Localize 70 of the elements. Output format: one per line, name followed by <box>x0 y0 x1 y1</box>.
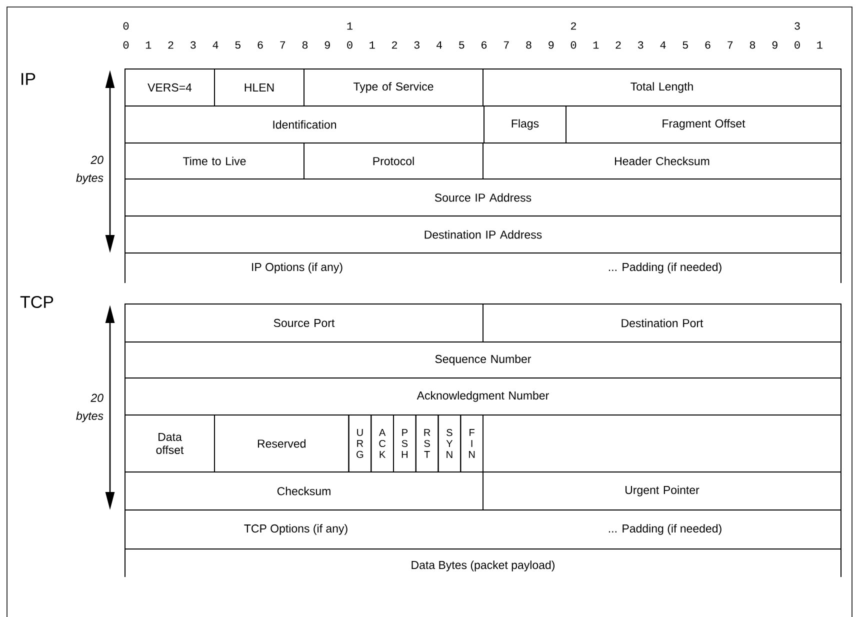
bit-number: 2 <box>616 41 621 49</box>
bit-number: 7 <box>728 41 733 49</box>
field-cell: Data offset <box>124 414 215 472</box>
bit-number: 7 <box>280 41 286 49</box>
bit-number: 9 <box>324 41 330 49</box>
bit-number: 0 <box>794 41 800 49</box>
field-cell: Destination IP Address <box>124 216 842 254</box>
field-row: TCP Options (if any) ... Padding (if needed) <box>124 510 842 550</box>
bit-number: 1 <box>146 41 152 49</box>
size-label: 20 bytes <box>76 156 104 184</box>
field-cell: Type of Service <box>304 68 484 106</box>
field-cell: Sequence Number <box>124 342 842 378</box>
bit-number: 0 <box>570 41 576 49</box>
flag-cell: S Y N <box>438 414 462 472</box>
field-cell: Header Checksum <box>482 142 842 180</box>
bit-number: 0 <box>123 22 129 30</box>
field-cell: Reserved <box>214 414 350 472</box>
field-cell: Time to Live <box>124 142 304 180</box>
field-cell: Source Port <box>124 304 484 342</box>
field-cell: Fragment Offset <box>566 106 842 144</box>
field-cell: Protocol <box>304 142 484 180</box>
bit-number: 4 <box>436 41 442 49</box>
flag-cell: F I N <box>460 414 484 472</box>
bit-number: 3 <box>638 41 644 49</box>
bit-number: 1 <box>347 22 353 30</box>
field-cell: Urgent Pointer <box>482 472 842 510</box>
field-cell: Source IP Address <box>124 178 842 216</box>
bit-number: 1 <box>593 41 599 49</box>
bit-number: 6 <box>705 41 710 49</box>
bit-number: 9 <box>548 41 554 49</box>
bit-number: 1 <box>817 41 822 49</box>
protocol-label: IP <box>22 73 36 85</box>
flag-cell: A C K <box>370 414 394 472</box>
bit-number: 2 <box>168 41 174 49</box>
bit-number: 4 <box>212 41 218 49</box>
empty-cell <box>482 414 842 472</box>
bit-number: 2 <box>392 41 398 49</box>
bit-number: 3 <box>190 41 196 49</box>
field-cell: Flags <box>484 106 566 144</box>
size-label: 20 bytes <box>76 394 104 422</box>
bit-number: 8 <box>302 41 308 49</box>
flag-cell: P S H <box>393 414 416 472</box>
bit-number: 6 <box>258 41 263 49</box>
field-cell: Destination Port <box>482 304 842 342</box>
bit-number: 5 <box>682 41 688 49</box>
field-row: Data Bytes (packet payload) <box>124 548 842 578</box>
field-cell: Identification <box>124 106 484 144</box>
bit-number: 3 <box>794 22 800 30</box>
field-cell: VERS=4 <box>124 68 215 106</box>
field-row: IP Options (if any) ... Padding (if needed) <box>124 252 842 284</box>
bit-number: 3 <box>414 41 420 49</box>
bit-number: 5 <box>235 41 240 49</box>
field-cell: HLEN <box>214 68 304 106</box>
flag-cell: R S T <box>415 414 439 472</box>
bit-number: 8 <box>750 41 756 49</box>
bit-number: 6 <box>482 41 487 49</box>
field-cell: Total Length <box>482 68 842 106</box>
bit-number: 2 <box>570 22 576 30</box>
field-cell: Checksum <box>124 472 484 510</box>
bit-number: 8 <box>526 41 532 49</box>
protocol-label: TCP <box>20 296 54 308</box>
bit-number: 5 <box>459 41 464 49</box>
bit-number: 0 <box>123 41 129 49</box>
bit-number: 1 <box>370 41 375 49</box>
field-cell: Acknowledgment Number <box>124 378 842 416</box>
flag-cell: U R G <box>348 414 372 472</box>
bit-number: 0 <box>347 41 352 49</box>
bit-number: 9 <box>772 41 778 49</box>
bit-number: 4 <box>660 41 666 49</box>
bit-number: 7 <box>504 41 509 49</box>
